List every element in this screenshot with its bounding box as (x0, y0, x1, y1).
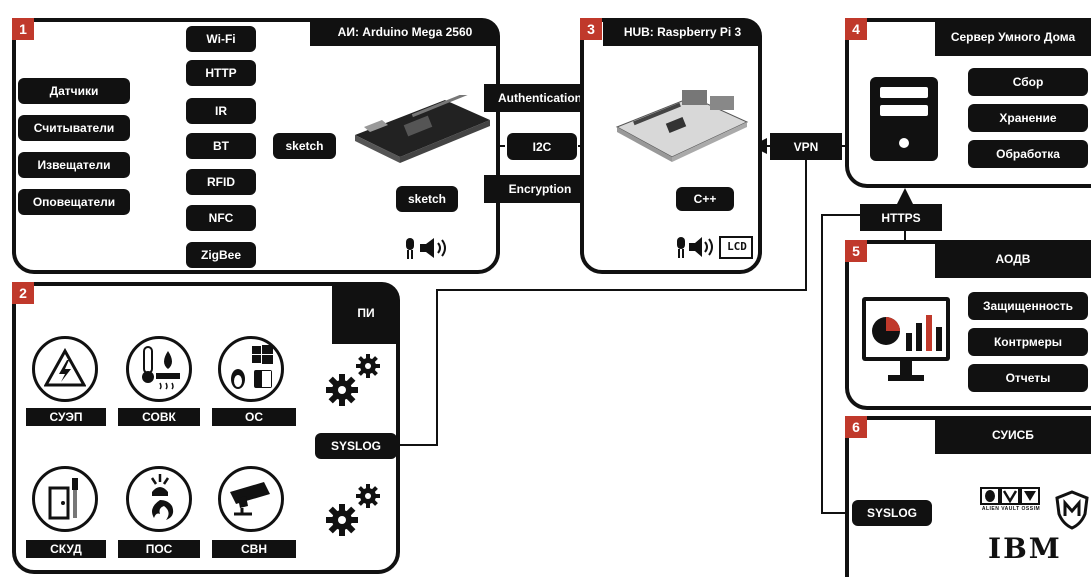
panel-suisb-title: СУИСБ (935, 416, 1091, 454)
fire-alarm-icon (138, 472, 182, 524)
panel-aodv-title: АОДВ (935, 240, 1091, 278)
gears-icon-top (326, 352, 384, 410)
syslog-label-pi: SYSLOG (315, 433, 397, 459)
protocol-bt: BT (186, 133, 256, 159)
alienvault-logo-text: ALIEN VAULT OSSIM (978, 506, 1044, 512)
sketch-main-label: sketch (273, 133, 336, 159)
raspberry-pi-icon (612, 82, 752, 167)
panel-hub-number: 3 (580, 18, 602, 40)
left-item-notifiers: Оповещатели (18, 189, 130, 215)
svn-label: СВН (212, 540, 296, 558)
ibm-logo: IBM (988, 532, 1058, 565)
panel-pi-number: 2 (12, 282, 34, 304)
skud-label: СКУД (26, 540, 106, 558)
suep-label: СУЭП (26, 408, 106, 426)
protocol-ir: IR (186, 98, 256, 124)
server-item-collect: Сбор (968, 68, 1088, 96)
gears-icon-bottom (326, 482, 384, 540)
server-icon (868, 75, 940, 163)
alienvault-logo-icon (980, 487, 1042, 505)
high-voltage-icon (44, 348, 86, 388)
i2c-label: I2C (507, 133, 577, 160)
pos-label: ПОС (118, 540, 200, 558)
panel-pi-title: ПИ (332, 282, 400, 344)
panel-server-number: 4 (845, 18, 867, 40)
protocol-rfid: RFID (186, 169, 256, 195)
mcafee-shield-icon (1055, 490, 1089, 530)
sketch-sub-label: sketch (396, 186, 458, 212)
server-item-storage: Хранение (968, 104, 1088, 132)
door-icon (46, 474, 86, 522)
syslog-label-suisb: SYSLOG (852, 500, 932, 526)
os-label: ОС (212, 408, 296, 426)
aodv-item-reports: Отчеты (968, 364, 1088, 392)
https-label: HTTPS (860, 204, 942, 231)
sovk-label: СОВК (118, 408, 200, 426)
panel-server-title: Сервер Умного Дома (935, 18, 1091, 56)
aodv-item-countermeasures: Контрмеры (968, 328, 1088, 356)
left-item-sensors: Датчики (18, 78, 130, 104)
analytics-monitor-icon (860, 295, 952, 387)
panel-arduino-number: 1 (12, 18, 34, 40)
vpn-label: VPN (770, 133, 842, 160)
panel-arduino-title: АИ: Arduino Mega 2560 (310, 18, 500, 46)
left-item-detectors: Извещатели (18, 152, 130, 178)
cctv-camera-icon (226, 478, 276, 518)
panel-aodv-number: 5 (845, 240, 867, 262)
cpp-label: C++ (676, 187, 734, 211)
protocol-http: HTTP (186, 60, 256, 86)
left-item-readers: Считыватели (18, 115, 130, 141)
lcd-label: LCD (722, 240, 752, 253)
protocol-wifi: Wi-Fi (186, 26, 256, 52)
protocol-nfc: NFC (186, 205, 256, 231)
panel-suisb-number: 6 (845, 416, 867, 438)
arduino-board-icon (350, 95, 495, 165)
os-logos-icon (228, 344, 276, 394)
thermometer-drop-icon (138, 345, 182, 391)
led-speaker-icon (402, 235, 457, 261)
panel-hub-title: HUB: Raspberry Pi 3 (603, 18, 762, 46)
aodv-item-security: Защищенность (968, 292, 1088, 320)
protocol-zigbee: ZigBee (186, 242, 256, 268)
server-item-processing: Обработка (968, 140, 1088, 168)
